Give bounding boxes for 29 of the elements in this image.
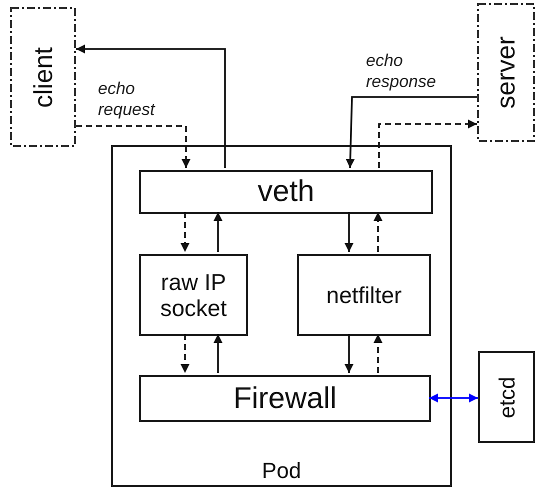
- arrow: [344, 212, 354, 252]
- arrow: [76, 125, 190, 168]
- node-label: Firewall: [233, 384, 337, 414]
- node-label: etcd: [493, 376, 520, 418]
- server-box: [477, 3, 535, 142]
- arrow: [378, 120, 477, 168]
- arrow: [214, 212, 222, 252]
- etcd-box: [478, 351, 535, 443]
- process-box: [139, 170, 433, 214]
- pod-container: [111, 145, 452, 487]
- arrow: [374, 334, 382, 373]
- node-label: server: [490, 36, 522, 109]
- arrow: [180, 334, 190, 373]
- node-label: netfilter: [326, 280, 402, 310]
- arrow: [214, 334, 222, 373]
- process-box: [297, 254, 431, 336]
- arrow: [344, 334, 354, 373]
- process-box: [139, 254, 248, 336]
- arrow: [76, 44, 226, 168]
- node-label: Pod: [262, 457, 302, 485]
- client-box: [10, 7, 76, 147]
- arrow: [346, 96, 477, 168]
- arrow: [374, 212, 382, 252]
- node-label: raw IP socket: [159, 269, 228, 321]
- process-box: [139, 375, 431, 422]
- node-label: veth: [258, 177, 314, 207]
- arrow: [180, 212, 190, 252]
- arrow: [429, 394, 478, 402]
- node-label: client: [26, 46, 58, 108]
